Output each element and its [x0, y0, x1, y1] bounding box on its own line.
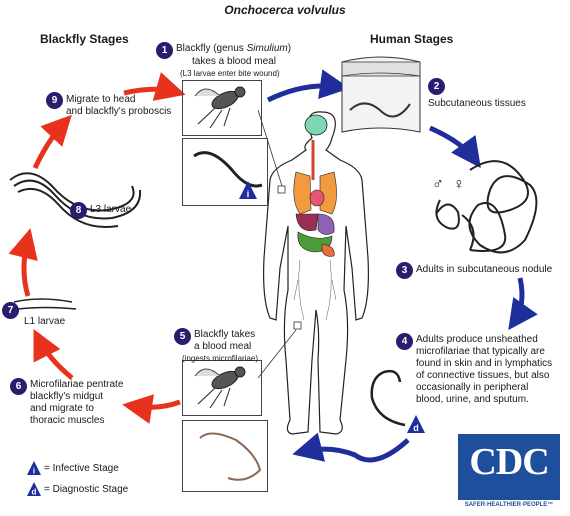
- male-symbol: ♂: [432, 176, 444, 193]
- legend-infective-icon: i: [27, 461, 41, 476]
- step-4-badge: 4: [396, 333, 413, 350]
- legend-infective-label: = Infective Stage: [44, 463, 119, 474]
- step-4-line-1: Adults produce unsheathed: [416, 334, 538, 345]
- bite-site-marker: [277, 185, 286, 194]
- step-6-line-1: Microfilariae pentrate: [30, 379, 124, 390]
- step-4-line-4: of connective tissues, but also: [416, 370, 550, 381]
- step-9-label: Migrate to head and blackfly's proboscis: [66, 94, 206, 118]
- step-7-badge: 7: [2, 302, 19, 319]
- microfilaria-in-box: [199, 432, 262, 481]
- lymphatics: [293, 259, 337, 321]
- step-7-label: L1 larvae: [24, 316, 66, 327]
- step-6-line-2: blackfly's midgut: [30, 391, 104, 402]
- arrow-step7-to-8: [8, 228, 38, 297]
- diagnostic-stage-badge: d: [407, 415, 425, 433]
- step-9-line-1: Migrate to head: [66, 94, 136, 105]
- arrow-step5-to-6: [122, 394, 181, 424]
- stomach: [317, 213, 335, 235]
- step-4-line-5: occasionally in peripheral: [416, 382, 529, 393]
- step-1-genus: Simulium: [246, 43, 288, 54]
- bladder: [321, 243, 335, 257]
- skin-tissue-illustration: [341, 56, 421, 133]
- cdc-logo: CDC: [458, 434, 560, 500]
- l3-larvae-illustration: [9, 172, 142, 228]
- step-6-line-4: thoracic muscles: [30, 415, 105, 426]
- step-1-label-line2: takes a blood meal: [192, 56, 276, 67]
- connector-step1: [257, 109, 283, 187]
- step-4-line-6: blood, urine, and sputum.: [416, 394, 529, 405]
- blackfly-box-1: [182, 80, 262, 136]
- step-9-badge: 9: [46, 92, 63, 109]
- heart: [309, 189, 325, 207]
- svg-text:d: d: [413, 423, 419, 433]
- step-5-note: (ingests microfilariae): [182, 354, 259, 363]
- svg-text:i: i: [33, 467, 35, 476]
- arrow-step4-to-5: [292, 432, 410, 463]
- arrow-step1-to-2: [266, 69, 350, 103]
- step-5-label-line2: a blood meal: [194, 341, 252, 352]
- l1-larvae-illustration: [13, 298, 77, 310]
- step-6-line-3: and migrate to: [30, 403, 94, 414]
- arrow-step8-to-9: [32, 114, 72, 170]
- step-3-label: Adults in subcutaneous nodule: [416, 264, 553, 275]
- step-1-note: (L3 larvae enter bite wound): [180, 69, 280, 78]
- liver: [295, 213, 319, 231]
- svg-text:d: d: [32, 488, 37, 497]
- arrow-step3-to-4: [508, 277, 538, 331]
- microfilaria-stage4: [370, 369, 406, 427]
- blackfly-illustration-1: [194, 86, 246, 129]
- step-3-badge: 3: [396, 262, 413, 279]
- l3-larva-box: [182, 138, 268, 206]
- step-4-line-2: microfilariae that typically are: [416, 346, 545, 357]
- diagram-title: Onchocerca volvulus: [224, 3, 346, 17]
- step-4-label: Adults produce unsheathed microfilariae …: [416, 334, 570, 406]
- cdc-tagline: SAFER·HEALTHIER·PEOPLE™: [464, 502, 554, 508]
- legend-diagnostic-icon: d: [27, 482, 41, 497]
- step-8-label: L3 larvae: [90, 204, 132, 215]
- step-5-label-line1: Blackfly takes: [194, 329, 256, 340]
- bite-site-marker-2: [293, 321, 302, 330]
- connector-step5: [257, 329, 297, 379]
- infective-stage-badge: i: [239, 181, 257, 199]
- step-1-label: Blackfly (genus Simulium): [176, 43, 306, 55]
- blackfly-box-5: [182, 360, 262, 416]
- l3-larva-in-box: [193, 151, 263, 188]
- arrow-step2-to-3: [428, 125, 481, 169]
- step-2-label: Subcutaneous tissues: [428, 98, 526, 109]
- step-9-line-2: and blackfly's proboscis: [66, 106, 172, 117]
- adult-worms-nodule: [435, 160, 538, 254]
- microfilaria-box: [182, 420, 268, 492]
- svg-text:i: i: [247, 189, 250, 199]
- arrow-step9-to-1: [123, 72, 186, 101]
- step-6-label: Microfilariae pentrate blackfly's midgut…: [30, 379, 150, 427]
- human-figure: [263, 111, 369, 435]
- step-1-badge: 1: [156, 42, 173, 59]
- heading-human-stages: Human Stages: [370, 32, 454, 46]
- female-symbol: ♀: [453, 176, 465, 193]
- step-6-badge: 6: [10, 378, 27, 395]
- step-4-line-3: found in skin and in lymphatics: [416, 358, 553, 369]
- step-2-badge: 2: [428, 78, 445, 95]
- step-5-badge: 5: [174, 328, 191, 345]
- heading-blackfly-stages: Blackfly Stages: [40, 32, 129, 46]
- arrow-step6-to-7: [33, 329, 74, 380]
- lungs: [293, 171, 337, 215]
- brain: [304, 114, 328, 136]
- blackfly-illustration-5: [194, 366, 246, 409]
- step-8-badge: 8: [70, 202, 87, 219]
- cdc-logo-text: CDC: [469, 441, 549, 483]
- legend-diagnostic-label: = Diagnostic Stage: [44, 484, 129, 495]
- step-1-text-a: Blackfly (genus: [176, 43, 247, 54]
- step-1-text-b: ): [287, 43, 292, 54]
